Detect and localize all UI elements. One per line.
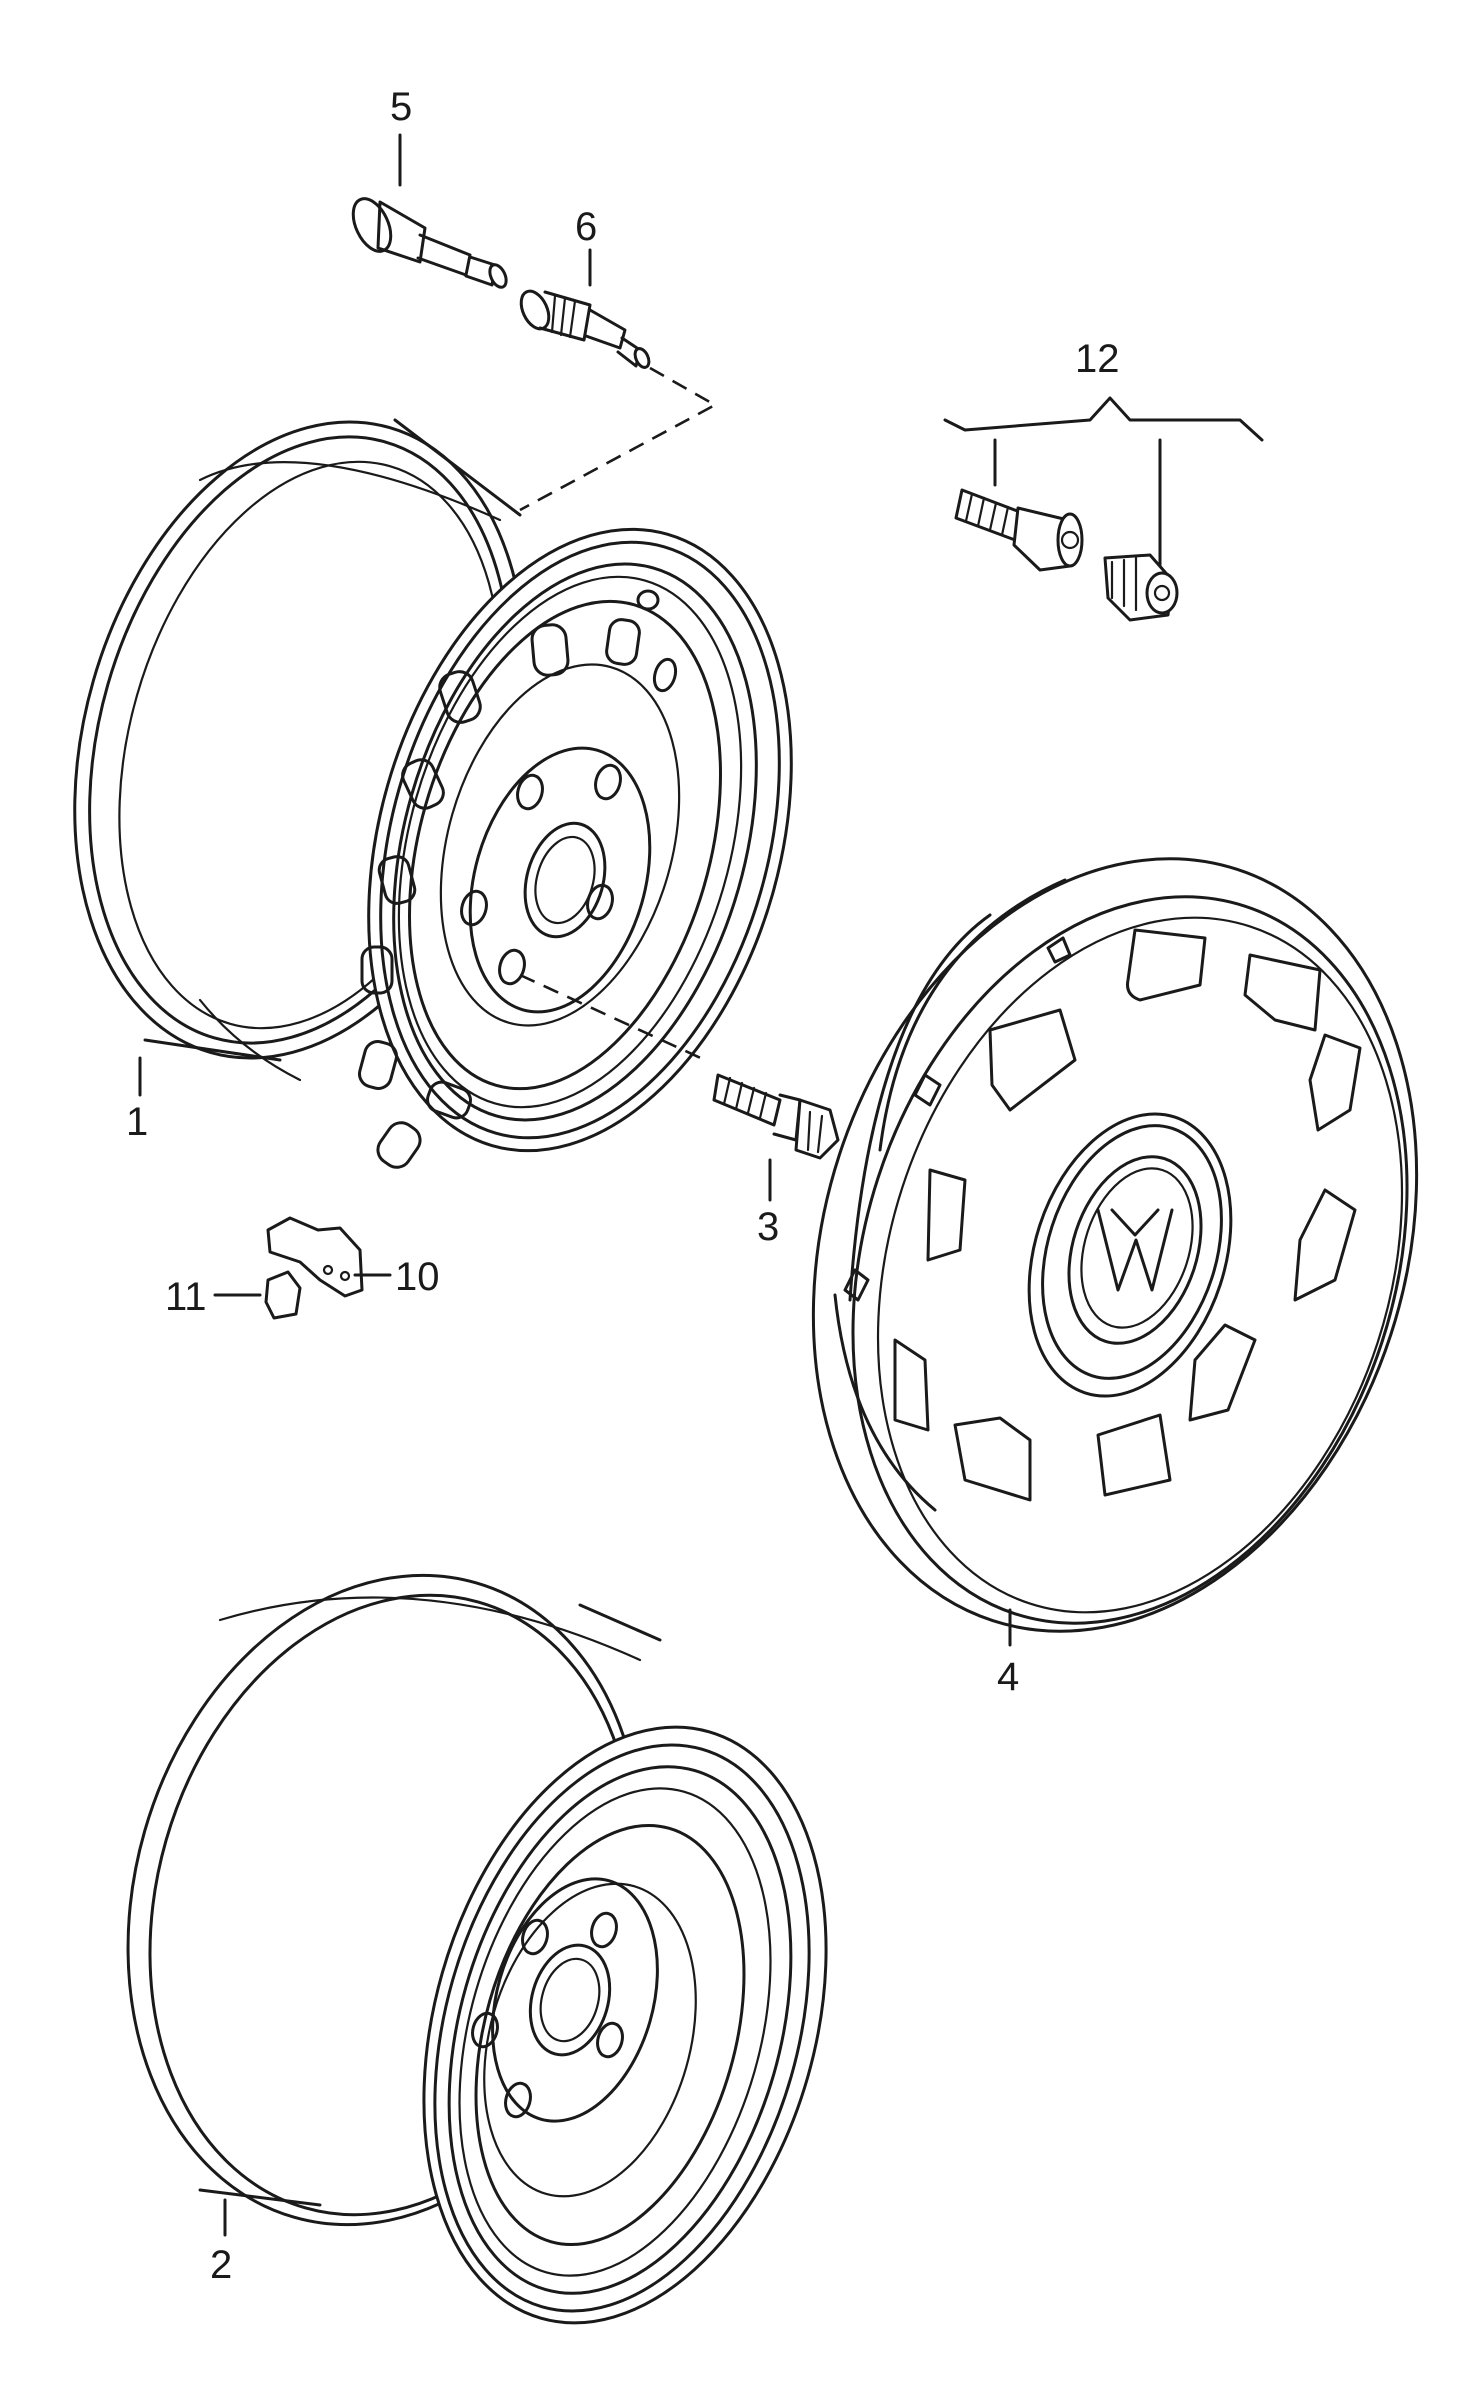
label-part-1: 1: [126, 1100, 148, 1144]
vw-emblem-icon: [1096, 1208, 1174, 1292]
label-part-4: 4: [997, 1655, 1019, 1699]
hubcap-part-4: [811, 857, 1419, 1633]
clip-part-11: [264, 1270, 302, 1320]
valve-stem-part-5: [351, 197, 508, 289]
valve-insert-part-6: [519, 289, 651, 369]
anti-theft-key-part-12: [1103, 553, 1179, 622]
label-part-12: 12: [1075, 337, 1120, 381]
steel-wheel-part-1: [73, 418, 793, 1169]
label-part-3: 3: [757, 1205, 779, 1249]
spare-wheel-part-2: [126, 1573, 828, 2325]
label-part-2: 2: [210, 2243, 232, 2287]
label-part-5: 5: [390, 85, 412, 129]
wheel-bolt-part-3: [712, 1073, 840, 1160]
leader-lines: [138, 133, 1264, 2237]
balance-weight-part-10: [266, 1216, 364, 1298]
bolt-leader-dash: [519, 973, 706, 1062]
anti-theft-bolt-part-12: [954, 488, 1084, 572]
label-part-10: 10: [395, 1255, 440, 1299]
label-part-11: 11: [165, 1275, 207, 1319]
label-part-6: 6: [575, 205, 597, 249]
valve-leader-dash: [519, 366, 718, 512]
